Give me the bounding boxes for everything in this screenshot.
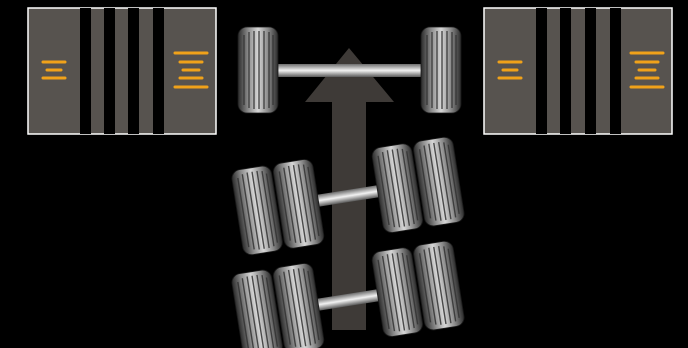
tread-groove-left-3 bbox=[128, 8, 139, 134]
tread-groove-left-2 bbox=[104, 8, 115, 134]
tread-groove-left-4 bbox=[153, 8, 164, 134]
tread-groove-right-2 bbox=[560, 8, 571, 134]
tread-groove-left-1 bbox=[80, 8, 91, 134]
steer-tire-left bbox=[238, 27, 278, 113]
tread-panel-right bbox=[484, 8, 672, 134]
tread-groove-right-1 bbox=[536, 8, 547, 134]
tread-groove-right-4 bbox=[610, 8, 621, 134]
tread-groove-right-3 bbox=[585, 8, 596, 134]
steer-tire-right bbox=[421, 27, 461, 113]
steer-axle-shaft bbox=[268, 64, 428, 77]
tread-panel-left bbox=[28, 8, 216, 134]
